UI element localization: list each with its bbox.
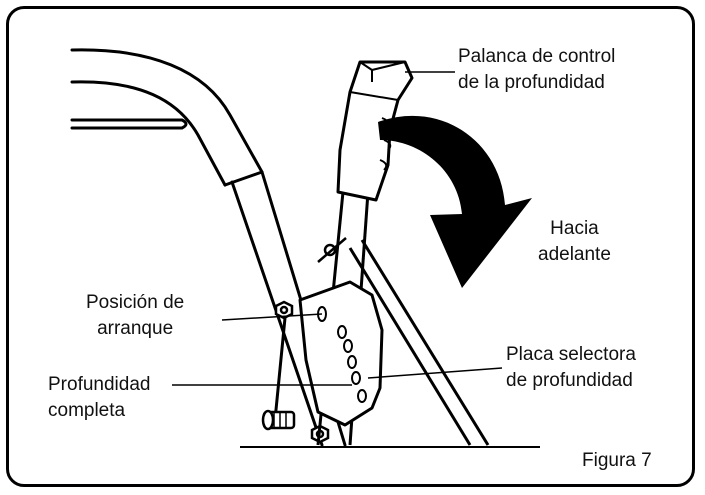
spring-bolt bbox=[261, 409, 296, 431]
selector-plate-label-line1: Placa selectora bbox=[506, 344, 636, 365]
full-depth-label: Profundidad completa bbox=[48, 372, 150, 424]
forward-label: Hacia adelante bbox=[538, 216, 611, 268]
selector-plate-label: Placa selectora de profundidad bbox=[506, 342, 636, 394]
forward-arrow bbox=[378, 115, 532, 288]
depth-lever-label-line1: Palanca de control bbox=[458, 46, 616, 67]
forward-label-line2: adelante bbox=[538, 244, 611, 265]
start-position-label-line2: arranque bbox=[97, 318, 174, 339]
forward-label-line1: Hacia bbox=[550, 218, 599, 239]
depth-selector-plate bbox=[298, 280, 384, 427]
depth-lever-label-line2: de la profundidad bbox=[458, 72, 605, 93]
start-position-label-line1: Posición de bbox=[86, 292, 185, 313]
pivot-clip bbox=[317, 237, 347, 263]
start-position-label: Posición de arranque bbox=[86, 290, 184, 342]
depth-lever-label: Palanca de control de la profundidad bbox=[458, 44, 615, 96]
figure-caption: Figura 7 bbox=[582, 450, 652, 471]
full-depth-label-line2: completa bbox=[48, 400, 126, 421]
full-depth-label-line1: Profundidad bbox=[48, 374, 151, 395]
leader-lines bbox=[172, 71, 503, 386]
selector-plate-label-line2: de profundidad bbox=[506, 370, 633, 391]
